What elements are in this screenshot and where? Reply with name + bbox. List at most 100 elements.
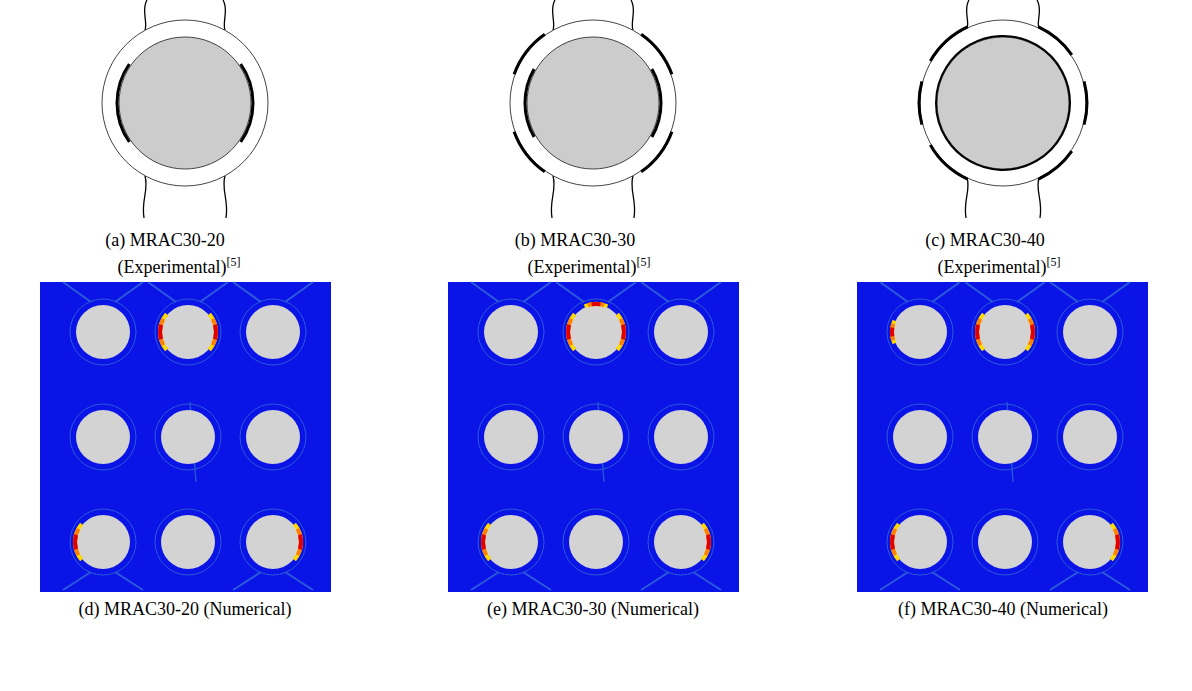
damage-contour: [892, 324, 893, 340]
damage-band: [523, 572, 551, 590]
damage-contour: [892, 321, 894, 344]
damage-contour: [975, 325, 980, 339]
crack-line: [1037, 0, 1040, 28]
damage-band: [932, 572, 960, 590]
caption-text: (Experimental): [528, 257, 637, 277]
damage-band: [63, 572, 91, 590]
damage-band: [641, 282, 669, 302]
bar-section: [119, 37, 251, 169]
interface-ring: [240, 509, 306, 575]
bar-section: [978, 515, 1032, 569]
damage-contour: [160, 314, 167, 350]
interface-ring: [478, 299, 544, 365]
crack-line: [551, 176, 554, 218]
caption-line: (Experimental)[5]: [528, 251, 651, 278]
interface-ring: [70, 509, 136, 575]
contour-ground: [857, 282, 1148, 592]
caption-text: (Experimental): [938, 257, 1047, 277]
crack-arc: [525, 69, 534, 137]
damage-band: [965, 282, 993, 302]
crack-arc: [930, 27, 967, 61]
damage-contour: [568, 319, 571, 345]
outer-ring: [510, 20, 676, 186]
interface-ring: [155, 299, 221, 365]
damage-contour: [298, 529, 301, 555]
caption-text: (c) MRAC30-40: [925, 230, 1045, 250]
damage-contour: [75, 524, 82, 560]
bar-section: [569, 410, 623, 464]
crack-arc: [930, 145, 967, 179]
damage-contour: [73, 535, 78, 549]
damage-contour: [481, 535, 486, 549]
bar-section: [484, 305, 538, 359]
interface-ring: [563, 404, 629, 470]
bar-section: [1063, 410, 1117, 464]
damage-contour: [892, 529, 895, 555]
bar-section: [654, 410, 708, 464]
damage-contour: [209, 314, 216, 350]
bar-section: [893, 515, 947, 569]
caption-line: (b) MRAC30-30: [515, 229, 636, 251]
caption-text: (d) MRAC30-20 (Numerical): [79, 599, 292, 619]
damage-contour: [158, 325, 163, 339]
crack-line: [143, 176, 146, 218]
damage-contour: [1026, 314, 1033, 350]
interface-ring: [563, 299, 629, 365]
damage-contour: [213, 325, 218, 339]
crack-arc: [117, 64, 129, 142]
damage-band: [880, 572, 908, 590]
caption-text: (e) MRAC30-30 (Numerical): [487, 599, 699, 619]
bar-section: [978, 410, 1032, 464]
damage-contour: [706, 529, 709, 555]
interface-ring: [70, 299, 136, 365]
bar-section: [654, 515, 708, 569]
damage-contour: [1115, 529, 1118, 555]
bar-section: [246, 305, 300, 359]
caption-text: (a) MRAC30-20: [105, 230, 225, 250]
damage-contour: [706, 535, 711, 549]
bar-section: [246, 410, 300, 464]
crack-arc: [241, 64, 253, 142]
interface-ring: [887, 299, 953, 365]
crack-arc: [936, 36, 1070, 170]
damage-band: [693, 282, 721, 302]
damage-band: [608, 282, 636, 302]
damage-contour: [890, 535, 895, 549]
damage-band: [115, 282, 143, 302]
interface-ring: [648, 404, 714, 470]
bar-section: [76, 305, 130, 359]
damage-band: [523, 282, 551, 302]
damage-band: [233, 282, 261, 302]
caption-line: (a) MRAC30-20: [105, 229, 225, 251]
bar-section: [246, 515, 300, 569]
damage-band: [1102, 282, 1130, 302]
bar-section: [893, 305, 947, 359]
interface-ring: [1057, 299, 1123, 365]
damage-band: [1102, 572, 1130, 590]
bar-section: [569, 515, 623, 569]
damage-contour: [1111, 524, 1118, 560]
crack-line: [144, 0, 147, 30]
crack-arc: [919, 81, 922, 124]
interface-ring: [1057, 509, 1123, 575]
damage-band: [200, 282, 228, 302]
interface-ring: [887, 509, 953, 575]
damage-band: [471, 282, 499, 302]
caption-text: [5]: [226, 255, 240, 269]
caption-text: (Experimental): [118, 257, 227, 277]
damage-contour: [568, 314, 575, 350]
bar-section: [527, 37, 659, 169]
interface-ring: [648, 509, 714, 575]
damage-contour: [585, 304, 608, 306]
caption-line: (c) MRAC30-40: [925, 229, 1045, 251]
damage-contour: [483, 529, 486, 555]
damage-contour: [977, 314, 984, 350]
damage-contour: [213, 319, 216, 345]
damage-band: [285, 282, 313, 302]
crack-line: [632, 176, 635, 218]
crack-line: [965, 178, 968, 218]
crack-line: [966, 0, 969, 28]
bar-section: [76, 515, 130, 569]
